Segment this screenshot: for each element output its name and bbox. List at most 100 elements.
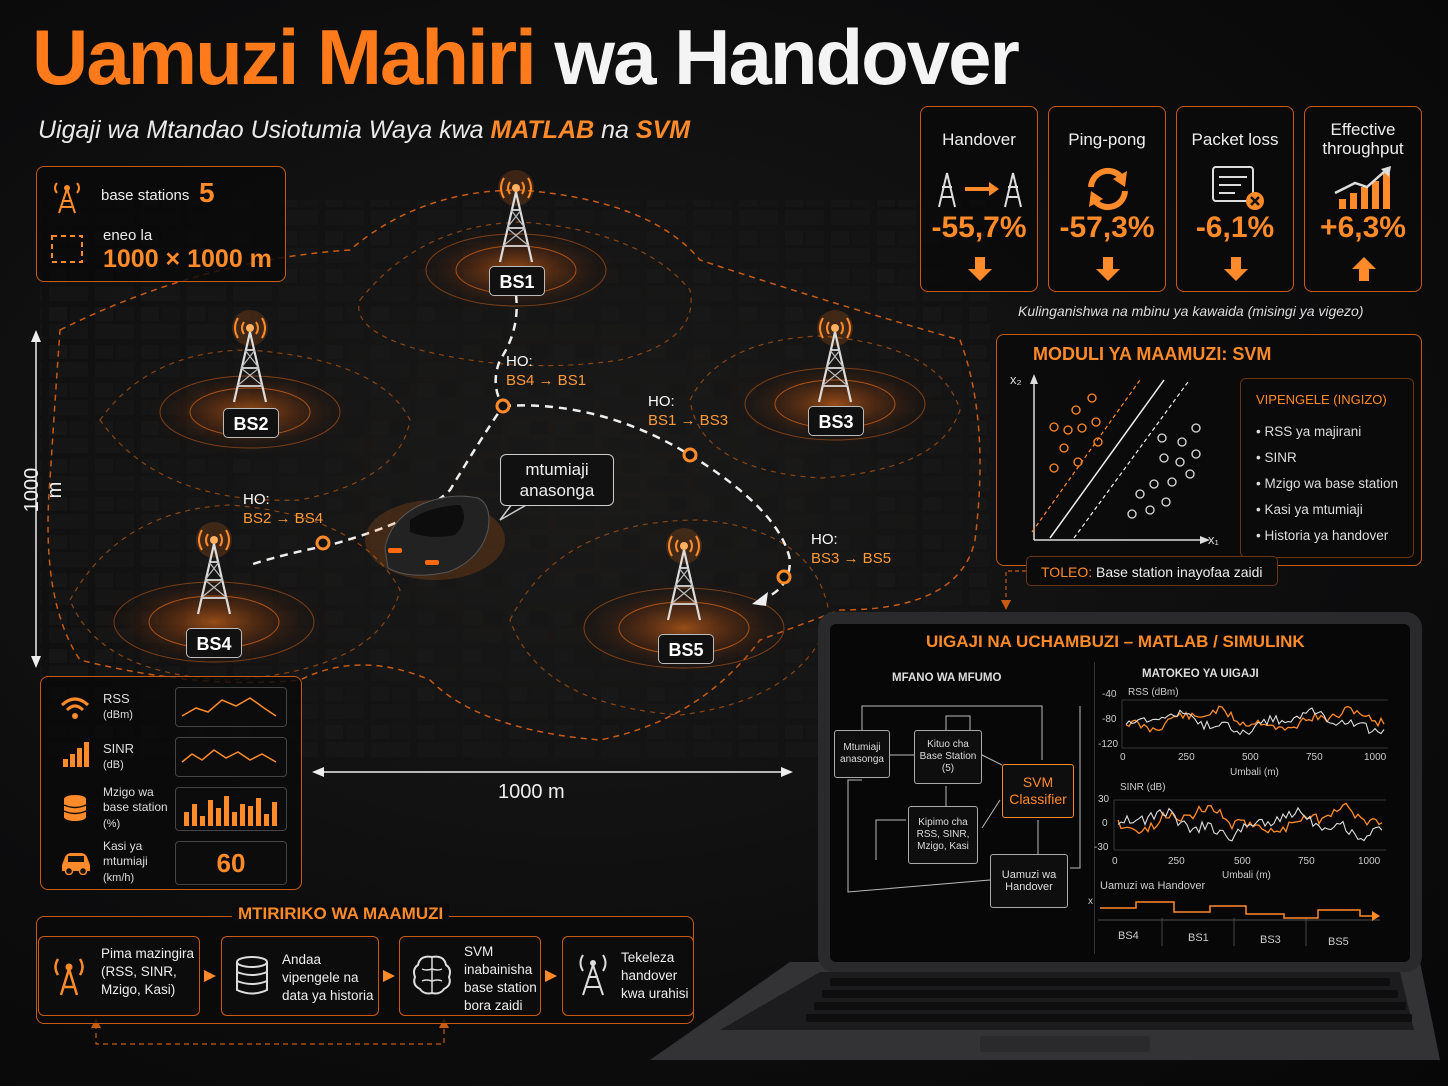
rss-xtick: 500	[1242, 752, 1259, 763]
handover-label-bs4-bs1: HO:BS4 → BS1	[506, 353, 587, 389]
area-icon	[51, 235, 83, 263]
tower-icon	[579, 954, 607, 996]
packet-loss-icon	[1212, 166, 1264, 210]
bs1-label: BS1	[489, 266, 545, 296]
kpi-value: +6,3%	[1320, 211, 1406, 244]
sinr-xlabel: Umbali (m)	[1222, 870, 1271, 881]
kpi-ping-pong: Ping-pong -57,3%	[1048, 106, 1166, 292]
rss-xtick: 250	[1178, 752, 1195, 763]
load-bar	[240, 804, 245, 826]
handover-label-bs2-bs4: HO:BS2 → BS4	[243, 491, 324, 527]
sinr-sparkline	[175, 737, 287, 777]
refresh-icon	[1088, 167, 1128, 211]
sinr-label: SINR(dB)	[103, 741, 135, 771]
block-user: Mtumiaji anasonga	[834, 730, 890, 778]
handover-points	[315, 398, 792, 585]
decision-bs-label: BS5	[1328, 936, 1349, 948]
bs2-label: BS2	[223, 408, 279, 438]
decision-bs-label: BS1	[1188, 932, 1209, 944]
svm-axis-x1: x₁	[1208, 532, 1219, 547]
load-bar	[272, 802, 277, 826]
load-bar	[232, 812, 237, 826]
sinr-xtick: 500	[1234, 856, 1251, 867]
moving-user-callout: mtumiaji anasonga	[500, 454, 614, 506]
rss-xtick: 750	[1306, 752, 1323, 763]
horizontal-dimension-label: 1000 m	[498, 781, 565, 803]
features-title: VIPENGELE (INGIZO)	[1256, 392, 1387, 407]
class-a-points	[1049, 393, 1103, 473]
rss-xtick: 1000	[1364, 752, 1387, 763]
page-subtitle: Uigaji wa Mtandao Usiotumia Waya kwa MAT…	[38, 116, 691, 144]
bs3-label: BS3	[808, 406, 864, 436]
sinr-ytick: -30	[1094, 842, 1109, 853]
svm-scatter-plot	[1030, 374, 1210, 544]
tower-icon	[54, 182, 80, 214]
screen-divider	[1094, 662, 1095, 954]
measurements-panel: RSS(dBm) SINR(dB) Mzigo wa base station(…	[40, 676, 302, 890]
laptop-title: UIGAJI NA UCHAMBUZI – MATLAB / SIMULINK	[926, 632, 1305, 651]
flow-step-measure: Pima mazingira (RSS, SINR, Mzigo, Kasi)	[38, 936, 200, 1016]
load-bar	[256, 798, 261, 826]
sinr-xtick: 750	[1298, 856, 1315, 867]
bs4-label: BS4	[186, 628, 242, 658]
decision-bs-label: BS3	[1260, 934, 1281, 946]
rss-ytick: -120	[1098, 739, 1119, 750]
load-bars	[175, 787, 287, 831]
rss-sparkline	[175, 687, 287, 727]
page-title: Uamuzi Mahiri wa Handover	[32, 13, 1020, 101]
kpi-label: Effective throughput	[1322, 120, 1404, 158]
arrow-down-icon	[1096, 257, 1120, 281]
load-bar	[192, 804, 197, 826]
feature-item: • Historia ya handover	[1256, 528, 1389, 543]
load-bar	[264, 814, 269, 826]
load-bar	[224, 796, 229, 826]
rss-ytick: -80	[1102, 714, 1117, 725]
speed-label: Kasi ya mtumiaji(km/h)	[103, 839, 148, 884]
rss-label: RSS(dBm)	[103, 691, 133, 721]
svm-module-title: MODULI YA MAAMUZI: SVM	[1033, 344, 1272, 364]
handover-path	[249, 294, 518, 567]
arrow-up-icon	[1352, 257, 1376, 281]
load-bar	[208, 800, 213, 826]
load-bar	[184, 812, 189, 826]
rss-plot-label: RSS (dBm)	[1128, 687, 1179, 698]
load-bar	[248, 806, 253, 826]
kpi-value: -57,3%	[1059, 211, 1155, 244]
decision-ylabel: x	[1088, 896, 1093, 907]
sinr-ytick: 0	[1102, 818, 1108, 829]
sinr-xtick: 0	[1112, 856, 1118, 867]
load-label: Mzigo wa base station(%)	[103, 785, 168, 830]
brain-icon	[413, 955, 451, 995]
load-bar	[216, 808, 221, 826]
network-info-panel: base stations 5 eneo la 1000 × 1000 m	[36, 166, 286, 282]
feature-item: • RSS ya majirani	[1256, 424, 1362, 439]
database-icon	[236, 956, 268, 995]
coverage-boundary	[47, 189, 981, 741]
block-handover-decision: Uamuzi wa Handover	[990, 854, 1068, 908]
area-value: 1000 × 1000 m	[103, 245, 272, 273]
bs5-label: BS5	[658, 634, 714, 664]
tower-handover-icon	[938, 172, 1022, 208]
signal-bars-icon	[63, 742, 89, 767]
decision-flow-title: MTIRIRIKO WA MAAMUZI	[232, 904, 450, 924]
decision-plot-label: Uamuzi wa Handover	[1100, 880, 1206, 892]
flow-step-svm: SVM inabainisha base station bora zaidi	[399, 936, 541, 1016]
sinr-xtick: 250	[1168, 856, 1185, 867]
feature-item: • Kasi ya mtumiaji	[1256, 502, 1363, 517]
load-bar	[200, 816, 205, 826]
results-title: MATOKEO YA UIGAJI	[1142, 668, 1259, 680]
feature-item: • SINR	[1256, 450, 1297, 465]
bs-count-label: base stations	[101, 187, 190, 204]
decision-bs-label: BS4	[1118, 930, 1139, 942]
block-base-station: Kituo cha Base Station (5)	[914, 730, 982, 784]
kpi-label: Handover	[942, 129, 1016, 149]
features-panel	[1240, 378, 1414, 558]
model-title: MFANO WA MFUMO	[892, 672, 1002, 684]
kpi-throughput: Effective throughput +6,3%	[1304, 106, 1422, 292]
vertical-dimension	[31, 330, 41, 668]
kpi-label: Ping-pong	[1068, 129, 1146, 149]
arrow-down-icon	[1224, 257, 1248, 281]
flow-step-prepare: Andaa vipengele na data ya historia	[221, 936, 379, 1016]
rss-ytick: -40	[1102, 689, 1117, 700]
